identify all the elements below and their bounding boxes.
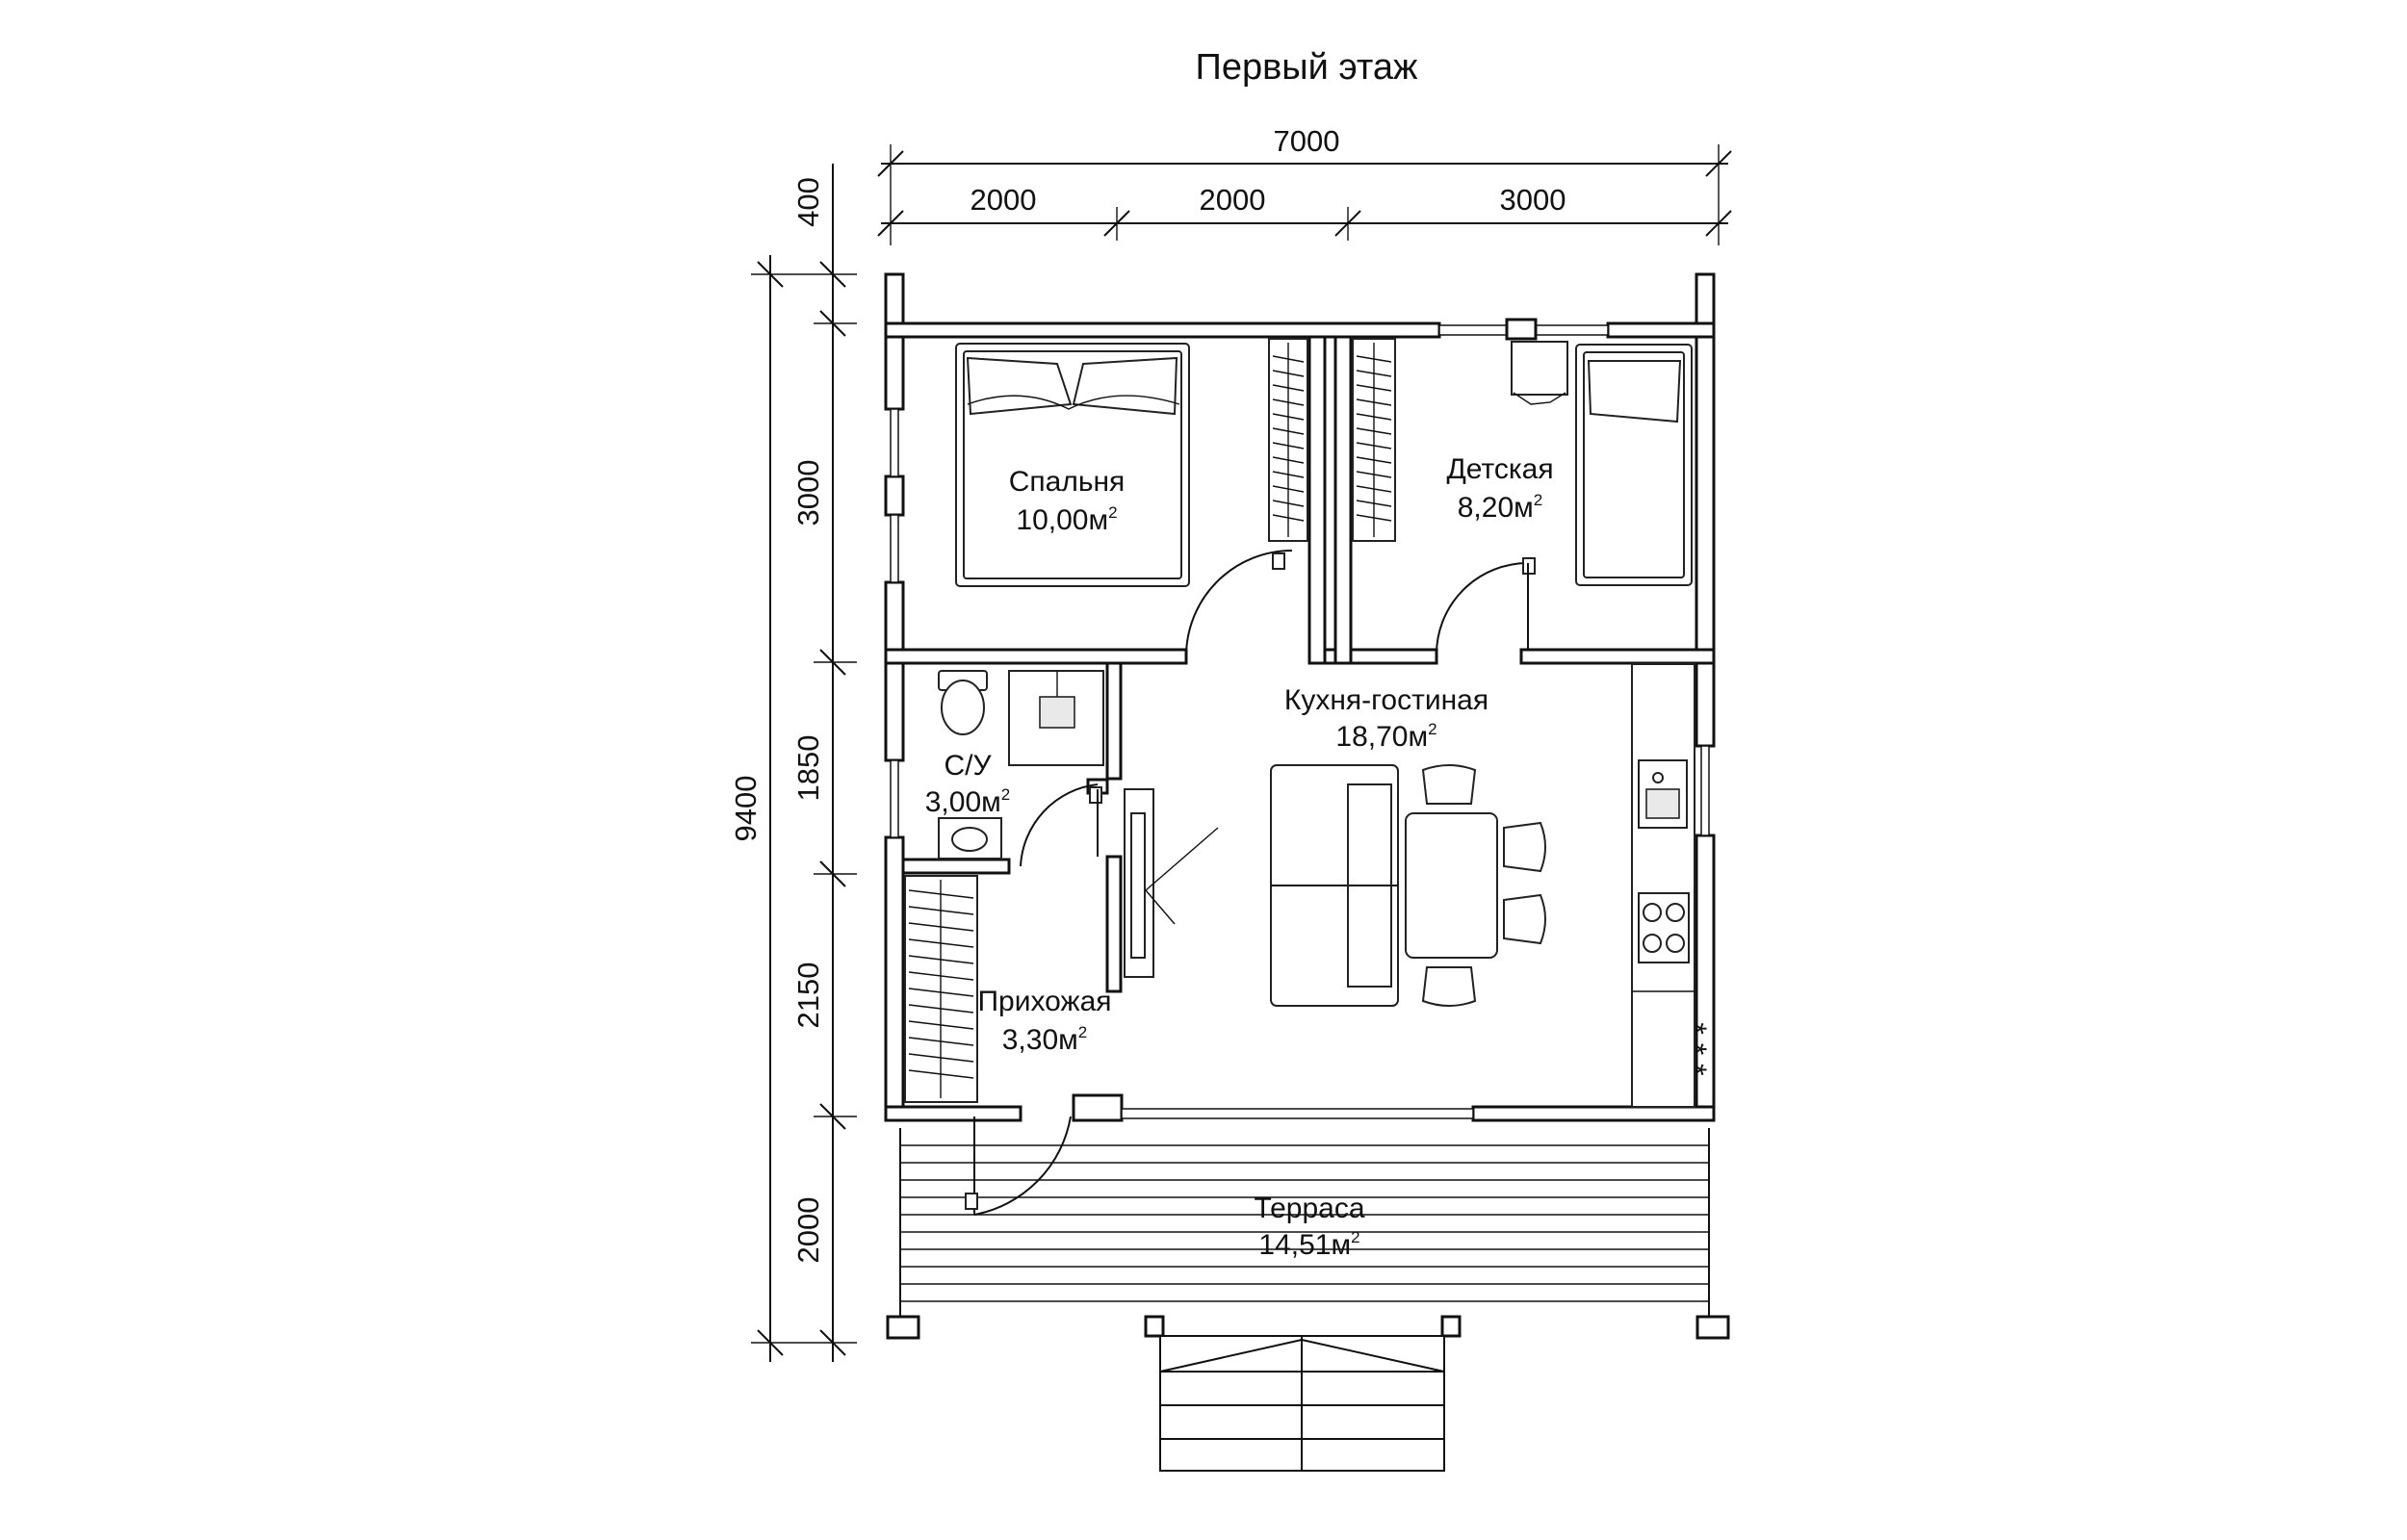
left-dimension-400: 400 <box>791 177 825 227</box>
top-dimension-1: 2000 <box>971 183 1037 217</box>
single-bed <box>1575 344 1693 586</box>
bedroom-wardrobe <box>1268 338 1308 542</box>
exterior-walls <box>884 272 1716 1122</box>
fridge-symbol: * * * <box>1678 1022 1713 1075</box>
plan-title: Первый этаж <box>1196 47 1419 88</box>
room-hallway-name: Прихожая <box>977 986 1111 1017</box>
room-bathroom-name: С/У <box>944 750 992 782</box>
washbasin <box>938 817 1002 860</box>
kids-wardrobe <box>1352 338 1396 542</box>
left-total-dimension: 9400 <box>729 776 763 842</box>
terrace-posts <box>886 1315 1730 1340</box>
top-dimension-3: 3000 <box>1500 183 1566 217</box>
tv-cabinet <box>1124 788 1219 978</box>
top-total-dimension: 7000 <box>1274 124 1340 158</box>
room-bathroom-area: 3,00м2 <box>925 785 1010 818</box>
top-dimension-lines <box>877 144 1732 245</box>
shower-tray <box>1008 670 1104 766</box>
left-dimension-2000: 2000 <box>791 1197 825 1264</box>
room-bedroom-name: Спальня <box>1009 466 1126 498</box>
left-dimension-lines <box>751 164 857 1362</box>
top-dimension-2: 2000 <box>1200 183 1266 217</box>
room-terrace-area: 14,51м2 <box>1258 1228 1359 1261</box>
dining-chairs <box>1421 764 1546 1007</box>
toilet <box>938 670 988 735</box>
sofa <box>1270 764 1399 1007</box>
hallway-wardrobe <box>904 875 978 1103</box>
kids-desk <box>1511 341 1568 405</box>
room-kids-area: 8,20м2 <box>1458 491 1542 524</box>
left-dimension-3000: 3000 <box>791 460 825 526</box>
kitchen-counter <box>1631 663 1695 1108</box>
entrance-steps <box>1159 1335 1445 1472</box>
doors <box>965 550 1536 1216</box>
interior-walls <box>884 335 1716 993</box>
room-kids-name: Детская <box>1446 453 1553 485</box>
double-bed <box>955 343 1190 587</box>
room-terrace-name: Терраса <box>1254 1193 1364 1224</box>
terrace-boards <box>899 1128 1710 1321</box>
dining-table <box>1405 812 1498 959</box>
left-dimension-1850: 1850 <box>791 735 825 802</box>
room-living-name: Кухня-гостиная <box>1284 684 1488 716</box>
room-hallway-area: 3,30м2 <box>1002 1023 1087 1056</box>
left-dimension-2150: 2150 <box>791 962 825 1029</box>
room-bedroom-area: 10,00м2 <box>1016 503 1117 536</box>
room-living-area: 18,70м2 <box>1335 720 1436 753</box>
